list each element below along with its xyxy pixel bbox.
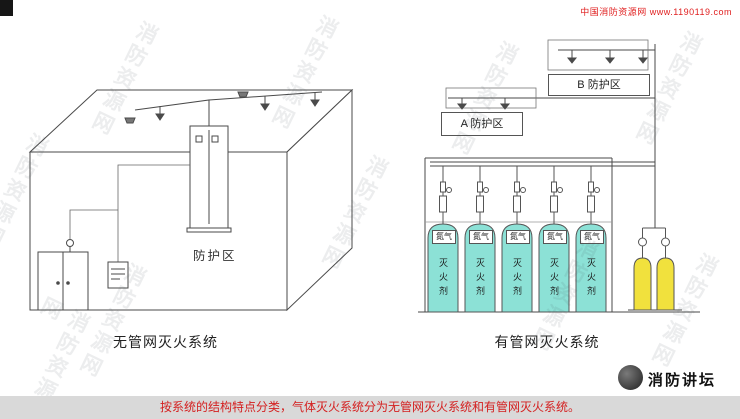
footer-bar bbox=[0, 396, 740, 419]
nitrogen-label: 氮气 bbox=[506, 230, 530, 244]
left-diagram-caption: 无管网灭火系统 bbox=[113, 334, 218, 350]
nitrogen-label: 氮气 bbox=[543, 230, 567, 244]
corner-mark bbox=[0, 0, 13, 16]
site-credit: 中国消防资源网 www.1190119.com bbox=[580, 7, 732, 17]
zone-a-label: A 防护区 bbox=[441, 112, 523, 136]
footer-caption: 按系统的结构特点分类，气体灭火系统分为无管网灭火系统和有管网灭火系统。 bbox=[159, 400, 580, 414]
left-zone-label: 防护区 bbox=[193, 249, 237, 263]
agent-label: 灭火剂 bbox=[438, 258, 448, 300]
zone-b-nozzles bbox=[566, 50, 649, 64]
agent-cylinders bbox=[427, 166, 607, 313]
agent-label: 灭火剂 bbox=[512, 258, 522, 300]
zone-b-label: B 防护区 bbox=[548, 74, 650, 96]
agent-label: 灭火剂 bbox=[549, 258, 559, 300]
nitrogen-label: 氮气 bbox=[580, 230, 604, 244]
zone-a-nozzles bbox=[456, 98, 511, 110]
nitrogen-label: 氮气 bbox=[432, 230, 456, 244]
distribution-piping bbox=[445, 39, 656, 228]
double-door bbox=[37, 251, 89, 311]
brand-logo-icon bbox=[618, 365, 643, 390]
left-room-outline bbox=[28, 88, 354, 312]
agent-label: 灭火剂 bbox=[586, 258, 596, 300]
ceiling-nozzles bbox=[155, 92, 320, 121]
nitrogen-label: 氮气 bbox=[469, 230, 493, 244]
brand-name: 消防讲坛 bbox=[648, 372, 717, 389]
cylinder-unit bbox=[501, 166, 533, 313]
cylinder-unit bbox=[538, 166, 570, 313]
alarm-bell-icon bbox=[66, 239, 74, 252]
cylinder-unit bbox=[575, 166, 607, 313]
control-wiring bbox=[69, 164, 190, 262]
agent-label: 灭火剂 bbox=[475, 258, 485, 300]
manifold-pipe bbox=[430, 161, 655, 167]
cabinet bbox=[186, 125, 232, 233]
smoke-detectors bbox=[124, 91, 249, 124]
pilot-cylinders bbox=[628, 227, 682, 311]
control-panel bbox=[107, 261, 129, 289]
cylinder-unit bbox=[464, 166, 496, 313]
cylinder-unit bbox=[427, 166, 459, 313]
right-diagram-caption: 有管网灭火系统 bbox=[494, 334, 600, 350]
